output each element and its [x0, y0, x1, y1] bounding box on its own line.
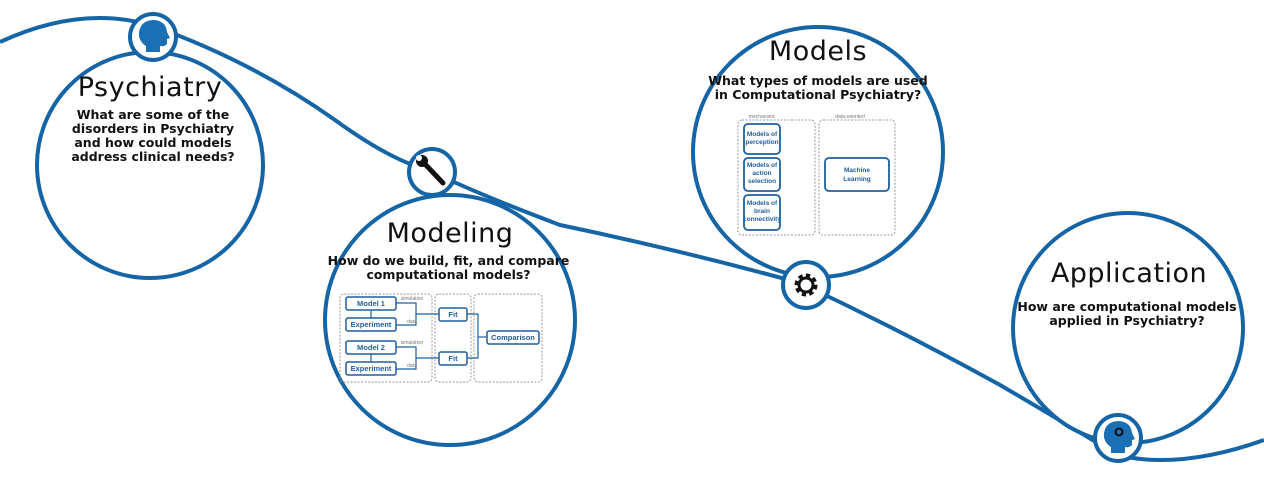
models-title: Models [768, 36, 868, 67]
models-question: What types of models are used in Computa… [708, 73, 928, 102]
application-title: Application [1050, 258, 1208, 289]
simulation1-label: simulation [401, 296, 424, 302]
fit1-label: Fit [448, 310, 458, 319]
experiment1-label: Experiment [351, 320, 392, 329]
application-question: How are computational models applied in … [1017, 299, 1237, 328]
data2-label: data [407, 363, 417, 369]
head-icon [128, 12, 178, 62]
modeling-question: How do we build, fit, and compare comput… [327, 253, 570, 282]
mechanistic-label: mechanistic [749, 114, 776, 120]
psychiatry-question: What are some of the disorders in Psychi… [71, 107, 235, 164]
modeling-title: Modeling [386, 218, 514, 249]
comparison-label: Comparison [491, 333, 535, 342]
fit2-label: Fit [448, 354, 458, 363]
data-oriented-label: data-oriented [835, 114, 865, 120]
application-circle [1011, 211, 1245, 445]
experiment2-label: Experiment [351, 364, 392, 373]
modeling-diagram: Model 1 Experiment Model 2 Experiment Fi… [339, 293, 543, 383]
model2-label: Model 2 [357, 343, 385, 352]
model1-label: Model 1 [357, 299, 385, 308]
wrench-icon [407, 147, 457, 197]
simulation2-label: simulation [401, 340, 424, 346]
gear-icon [781, 260, 831, 310]
psychiatry-title: Psychiatry [77, 72, 223, 103]
head-gear-icon [1093, 413, 1143, 463]
data1-label: data [407, 319, 417, 325]
